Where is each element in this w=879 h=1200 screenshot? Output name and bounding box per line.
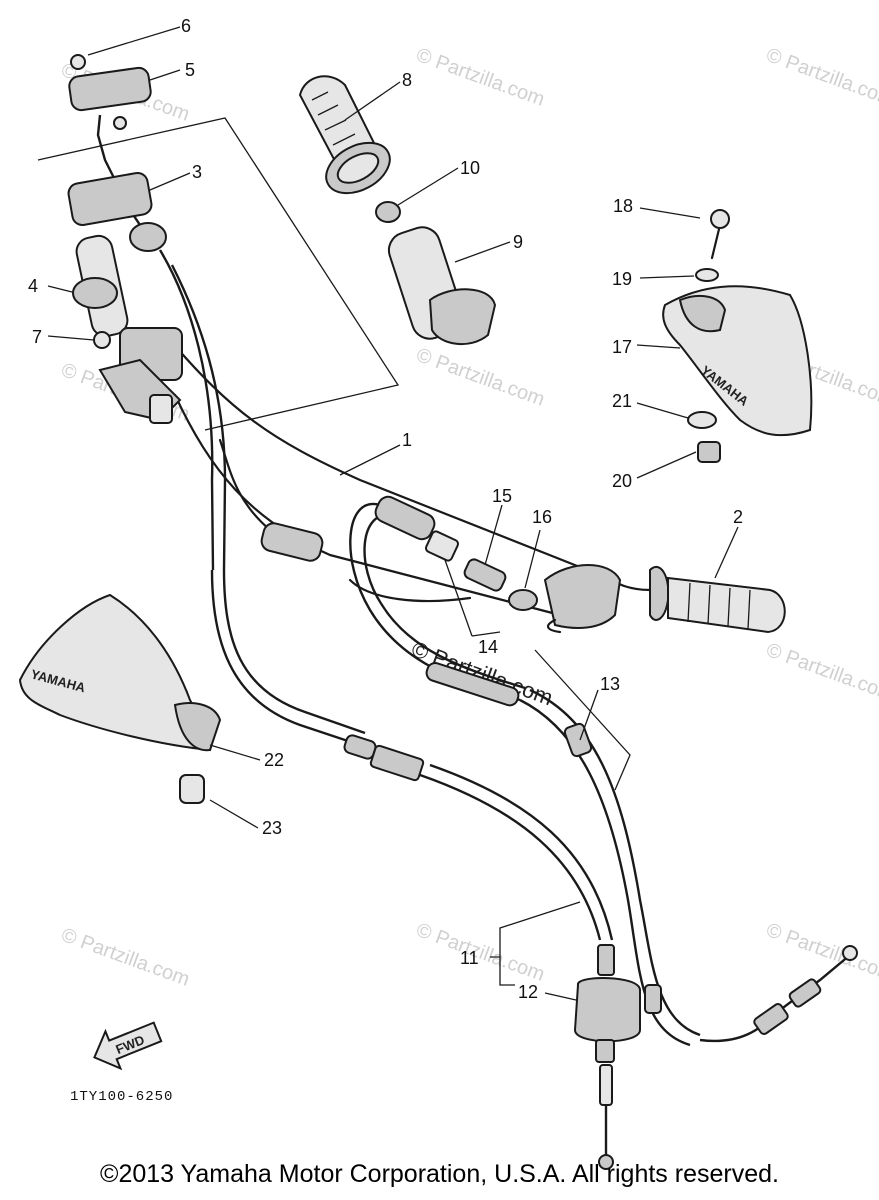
- screw-part-7: [93, 331, 111, 349]
- throttle-body-part-3: [67, 171, 153, 227]
- cable-junction-part-12: [573, 944, 641, 1170]
- part-label: 8: [402, 70, 412, 90]
- lever-bracket: [543, 564, 622, 629]
- adjuster-part-15: [463, 558, 507, 592]
- part-label: 21: [612, 391, 632, 411]
- part-label: 6: [181, 16, 191, 36]
- part-label: 17: [612, 337, 632, 357]
- handlebar-pad: [260, 522, 324, 562]
- collar-part-10: [375, 201, 401, 223]
- throttle-housing: [67, 54, 183, 424]
- screw-part-6: [70, 54, 86, 70]
- nut-part-20: [697, 441, 721, 463]
- leader-lines: [47, 26, 739, 1001]
- part-label: 11: [460, 948, 479, 968]
- watermark-layer: © Partzilla.com © Partzilla.com © Partzi…: [58, 44, 879, 991]
- fwd-arrow-icon: FWD: [93, 1021, 163, 1071]
- spacer-part-23: [179, 774, 205, 804]
- throttle-lower-part-4: [72, 277, 118, 309]
- copyright-footer: ©2013 Yamaha Motor Corporation, U.S.A. A…: [100, 1160, 779, 1188]
- part-label: 13: [600, 674, 620, 694]
- group-outline-throttle: [37, 117, 400, 431]
- watermark: © Partzilla.com: [413, 344, 547, 411]
- watermark: © Partzilla.com: [763, 919, 879, 986]
- watermark: © Partzilla.com: [58, 924, 192, 991]
- part-label: 19: [612, 269, 632, 289]
- adjuster-part-14: [424, 530, 460, 562]
- watermark: © Partzilla.com: [413, 919, 547, 986]
- part-label: 16: [532, 507, 552, 527]
- throttle-cable: [129, 222, 614, 941]
- washer-part-19: [695, 268, 719, 282]
- part-label: 3: [192, 162, 202, 182]
- watermark: © Partzilla.com: [763, 639, 879, 706]
- adjuster-nut: [113, 116, 127, 130]
- part-label: 10: [460, 158, 480, 178]
- right-grip-part-2: [649, 565, 786, 634]
- part-label: 4: [28, 276, 38, 296]
- throttle-cap-part-5: [68, 66, 152, 112]
- locknut-part-16: [508, 589, 538, 611]
- part-label: 22: [264, 750, 284, 770]
- left-grip-parts: [298, 75, 497, 346]
- clutch-cable-part-13: [349, 502, 858, 1047]
- part-label: 15: [492, 486, 512, 506]
- watermark: © Partzilla.com: [763, 44, 879, 111]
- part-label: 5: [185, 60, 195, 80]
- part-label: 18: [613, 196, 633, 216]
- part-label: 20: [612, 471, 632, 491]
- part-label: 2: [733, 507, 743, 527]
- right-handguard-part-17: YAMAHA: [662, 209, 813, 463]
- part-labels: 6 5 3 4 7 8 10 9 18 19 17 21 20 1 2 15 1…: [28, 16, 743, 1002]
- bolt-part-18: [710, 209, 730, 229]
- part-label: 7: [32, 327, 42, 347]
- cable-end: [374, 495, 436, 541]
- diagram-code: 1TY100-6250: [70, 1089, 173, 1105]
- watermark: © Partzilla.com: [413, 44, 547, 111]
- washer-part-21: [687, 411, 717, 429]
- part-label: 14: [478, 637, 498, 657]
- part-label: 1: [402, 430, 412, 450]
- left-handguard-part-22: YAMAHA: [18, 593, 222, 804]
- part-label: 23: [262, 818, 282, 838]
- part-label: 12: [518, 982, 538, 1002]
- clutch-adjuster: [374, 495, 622, 634]
- part-label: 9: [513, 232, 523, 252]
